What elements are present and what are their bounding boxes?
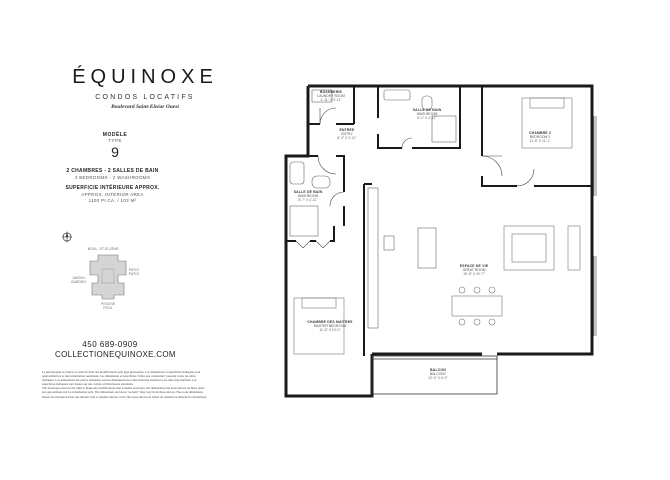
model-label-en: TYPE [108, 138, 122, 143]
keyplan-bottom-label: PISCINE POOL [101, 302, 116, 310]
model-block: MODÈLE TYPE 9 [60, 132, 170, 160]
area-value: 1100 PI.CA. / 103 M² [88, 198, 137, 203]
rooms-fr: 2 CHAMBRES - 2 SALLES DE BAIN [66, 168, 159, 174]
keyplan-top-label: BOUL. ST-ELZÉAR [88, 247, 119, 251]
disclaimer-en: The developer reserves the right to make… [42, 386, 207, 399]
keyplan-left-label: JARDIN GARDEN [71, 276, 86, 284]
room-bedroom-2: CHAMBRE 2 BEDROOM 2 11'-5" X 11'-1" [529, 131, 551, 144]
brand-subtitle: CONDOS LOCATIFS [95, 94, 195, 101]
rooms-en: 2 BEDROOMS - 2 WASHROOMS [74, 174, 151, 180]
room-balcony: BALCON BALCONY 12'-0" X 6'-0" [428, 368, 448, 381]
contact-block: 450 689-0909 COLLECTIONEQUINOXE.COM [55, 340, 176, 359]
area-fr: SUPERFICIE INTÉRIEURE APPROX. [65, 185, 160, 191]
keyplan-right-label: PATIO PATIO [129, 268, 140, 276]
phone-number[interactable]: 450 689-0909 [82, 340, 138, 349]
key-plan: BOUL. ST-ELZÉAR JARDIN GARDEN PATIO PATI… [68, 240, 148, 312]
room-great-room: ESPACE DE VIE GREAT ROOM 19'-8" X 20'-7" [459, 264, 489, 277]
brand-block: ÉQUINOXE CONDOS LOCATIFS Boulevard Saint… [60, 66, 230, 110]
room-washroom-2: SALLE DE BAIN WASHROOM 8'-1" X 4'-11" [412, 108, 442, 121]
specs-block: 2 CHAMBRES - 2 SALLES DE BAIN 2 BEDROOMS… [40, 168, 185, 205]
model-number: 9 [111, 144, 119, 160]
north-arrow-icon [62, 231, 72, 243]
area-en: APPROX. INTERIOR AREA [81, 191, 144, 197]
disclaimer: Le développeur se réserve le droit de fa… [42, 370, 208, 399]
website-link[interactable]: COLLECTIONEQUINOXE.COM [55, 350, 176, 359]
room-master-bedroom: CHAMBRE DES MAÎTRES MASTER BEDROOM 11'-5… [307, 320, 353, 333]
floor-plan-drawing [284, 84, 597, 398]
disclaimer-fr: Le développeur se réserve le droit de fa… [42, 370, 201, 387]
room-entry: ENTRÉE ENTRY 8'-3" X 3'-11" [337, 128, 357, 141]
floor-plan: BUANDERIE LAUNDRY ROOM 4'-11" X 3'-11" S… [272, 76, 612, 406]
room-laundry: BUANDERIE LAUNDRY ROOM 4'-11" X 3'-11" [317, 90, 345, 103]
room-washroom-1: SALLE DE BAIN WASHROOM 8'-7" X 4'-11" [293, 190, 323, 203]
brand-address: Boulevard Saint-Elzéar Ouest [111, 104, 179, 110]
brand-logo: ÉQUINOXE [72, 66, 218, 88]
model-label-fr: MODÈLE [102, 132, 128, 138]
keyplan-building-icon [89, 254, 127, 300]
